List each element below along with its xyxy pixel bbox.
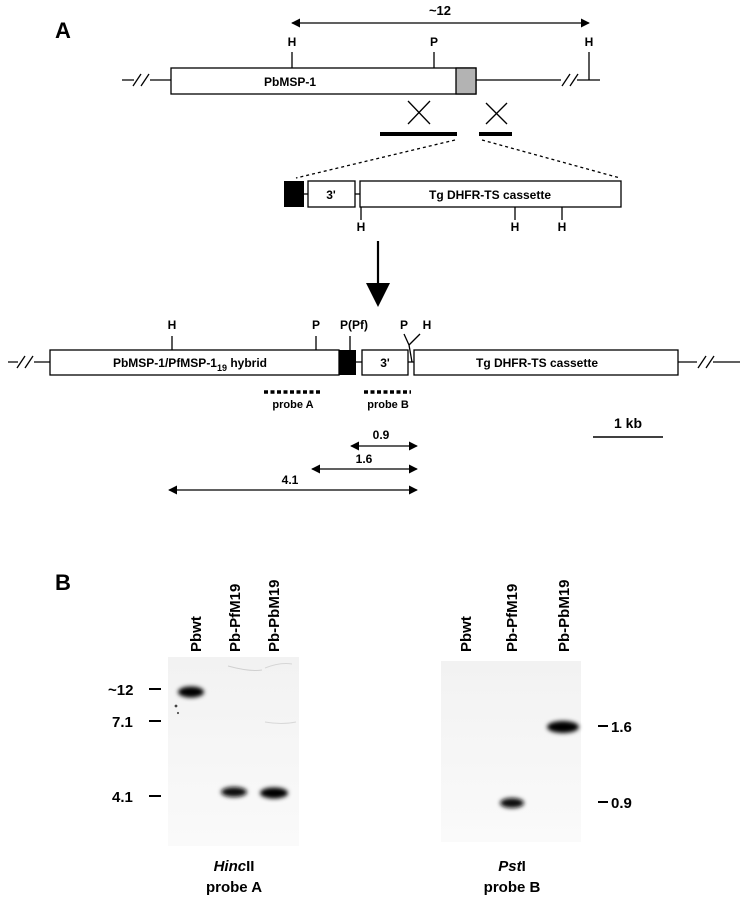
blot1-band-pfm19-4-1 (221, 787, 247, 797)
blot2-background (441, 661, 581, 842)
blot1-marker-12: ~12 (108, 682, 133, 699)
blot1-lane-labels: Pbwt Pb-PfM19 Pb-PbM19 (188, 579, 283, 652)
blot2-lane-pbwt: Pbwt (458, 616, 475, 652)
construct-site-h3: H (558, 220, 567, 234)
blot2-band-pfm19-0-9 (500, 798, 524, 808)
blot1-marker-4-1: 4.1 (112, 789, 133, 806)
construct-site-h1: H (357, 220, 366, 234)
construct-cassette-box (359, 180, 622, 208)
construct-black-block (284, 181, 304, 207)
pbmsp1-c-terminal-region (455, 67, 477, 95)
crossover-marks (407, 100, 508, 125)
fragment-4-1-label: 4.1 (282, 473, 299, 487)
recombinant-locus: 3' Tg DHFR-TS cassette PbMSP-1/PfMSP-119… (8, 318, 740, 376)
recomb-3prime-box (361, 349, 409, 376)
blot2-markers: 1.6 0.9 (598, 719, 632, 812)
construct-3prime-label: 3' (326, 188, 336, 202)
hybrid-label-tail: hybrid (227, 356, 267, 370)
hybrid-label-sub: 19 (217, 363, 227, 373)
blot2-probe: probe B (484, 879, 541, 896)
recomb-break-left (16, 354, 34, 370)
blot1-enzyme-italic: Hinc (214, 858, 247, 875)
blot2-band-pbm19-1-6 (547, 721, 579, 733)
wt-site-h2: H (585, 35, 594, 49)
recomb-3prime-label: 3' (380, 356, 390, 370)
recomb-cassette-box (413, 349, 679, 376)
guide-dashed-left (295, 139, 456, 179)
probe-a-label: probe A (272, 399, 313, 411)
homology-bar-right (479, 132, 512, 136)
scale-bar: 1 kb (593, 415, 663, 438)
recomb-site-ppf: P(Pf) (340, 318, 368, 332)
recomb-cassette-label: Tg DHFR-TS cassette (476, 356, 598, 370)
fragment-arrows: 0.9 1.6 4.1 (168, 428, 418, 495)
recomb-break-right (697, 354, 715, 370)
blot2-enzyme: PstI (498, 858, 526, 875)
blot1-marker-7-1: 7.1 (112, 714, 133, 731)
blot2-enzyme-italic: Pst (498, 858, 522, 875)
scale-bar-label: 1 kb (614, 415, 642, 431)
hybrid-label-main: PbMSP-1/PfMSP-1 (113, 356, 217, 370)
homology-bar-left (380, 132, 457, 136)
recomb-site-p2: P (400, 318, 408, 332)
top-span: ~12 (291, 3, 590, 28)
blot1-background (168, 657, 299, 846)
blot1-membrane (168, 657, 299, 846)
panel-b-letter: B (55, 570, 71, 595)
blot1-markers: ~12 7.1 4.1 (108, 682, 161, 806)
fragment-1-6-label: 1.6 (356, 452, 373, 466)
blot2-lane-labels: Pbwt Pb-PfM19 Pb-PbM19 (458, 579, 573, 652)
blot2-lane-pb-pbm19: Pb-PbM19 (556, 579, 573, 652)
blot1-enzyme-tail: II (246, 858, 254, 875)
fragment-0-9-label: 0.9 (373, 428, 390, 442)
integration-arrow (366, 241, 390, 307)
probe-a: probe A (264, 390, 320, 411)
wildtype-locus: PbMSP-1 H P H (122, 35, 600, 95)
blot1-enzyme: HincII (214, 858, 255, 875)
cross-right-b (485, 102, 508, 125)
blot2-lane-pb-pfm19: Pb-PfM19 (504, 584, 521, 652)
wt-site-p1: P (430, 35, 438, 49)
blot1-band-pbwt-12 (178, 686, 204, 698)
blot2-marker-1-6: 1.6 (611, 719, 632, 736)
break-mark-left (132, 72, 150, 88)
blot2-enzyme-tail: I (522, 858, 526, 875)
pbmsp1-gene-box (170, 67, 477, 95)
top-span-label: ~12 (429, 3, 451, 18)
blot1-band-pbm19-4-1 (260, 787, 288, 799)
construct-site-h2: H (511, 220, 520, 234)
construct-cassette-label: Tg DHFR-TS cassette (429, 188, 551, 202)
recomb-site-p1: P (312, 318, 320, 332)
probe-b-label: probe B (367, 399, 409, 411)
blot1-lane-pbwt: Pbwt (188, 616, 205, 652)
break-mark-right (561, 72, 579, 88)
probe-b: probe B (364, 390, 411, 411)
pfmsp1-19-block (339, 350, 356, 375)
blot2-marker-0-9: 0.9 (611, 795, 632, 812)
construct-3prime-box (307, 180, 356, 208)
pbmsp1-label: PbMSP-1 (264, 75, 316, 89)
targeting-construct: 3' Tg DHFR-TS cassette H H H (284, 180, 622, 234)
panel-a-letter: A (55, 18, 71, 43)
recomb-site-h2: H (423, 318, 432, 332)
blot1-lane-pb-pfm19: Pb-PfM19 (227, 584, 244, 652)
wt-site-h1: H (288, 35, 297, 49)
hybrid-label: PbMSP-1/PfMSP-119 hybrid (113, 356, 267, 373)
blot2-membrane (441, 661, 581, 842)
cross-left-b (407, 100, 431, 125)
recomb-site-h1: H (168, 318, 177, 332)
blot1-probe: probe A (206, 879, 262, 896)
blot1-lane-pb-pbm19: Pb-PbM19 (266, 579, 283, 652)
guide-dashed-right (481, 139, 621, 179)
